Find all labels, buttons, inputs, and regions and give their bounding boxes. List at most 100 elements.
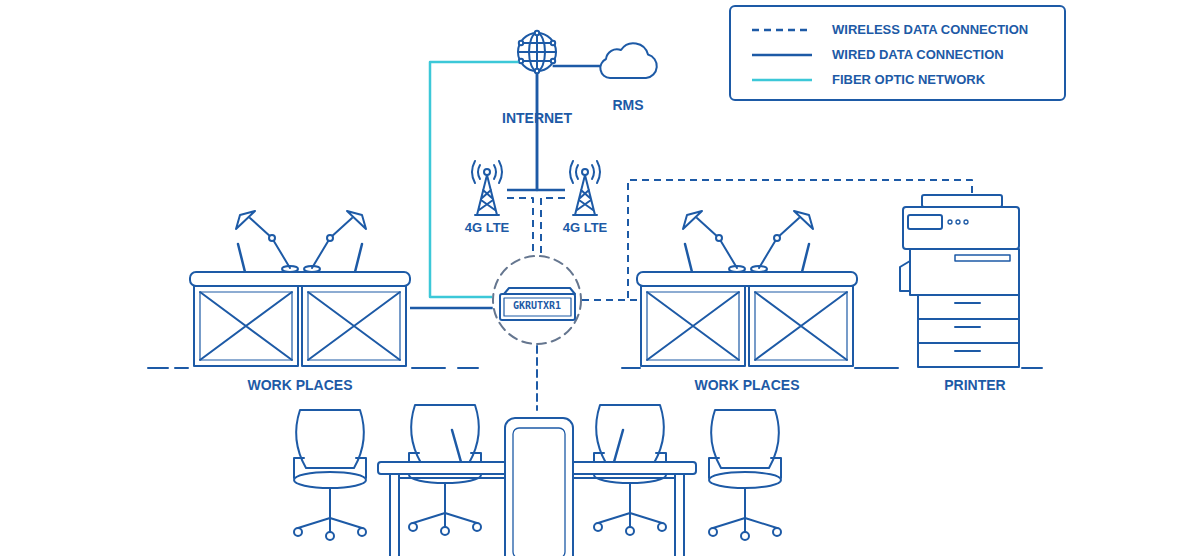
- chair-wheel: [358, 528, 366, 536]
- chair-base: [298, 488, 362, 532]
- desk-frame-inner: [647, 292, 739, 360]
- chair-wheel: [441, 527, 449, 535]
- desk-cross: [200, 292, 292, 360]
- node-outline: [900, 195, 1022, 370]
- legend-entry: WIRED DATA CONNECTION: [731, 46, 1061, 64]
- node-outline: [637, 200, 857, 370]
- lamp-head: [794, 211, 813, 229]
- wireless-connection: [582, 299, 637, 301]
- chair-base: [598, 483, 662, 527]
- lamp-arm: [312, 218, 352, 268]
- wireless-connection: [507, 198, 533, 255]
- lamp-arm: [697, 218, 737, 268]
- control-panel: [908, 215, 942, 229]
- chair-wheel: [294, 528, 302, 536]
- signal-waves: [570, 161, 600, 183]
- chair-seat: [294, 472, 366, 488]
- desk-frame: [641, 286, 745, 366]
- legend-line-sample: [752, 54, 812, 57]
- desk-frame-inner: [755, 292, 847, 360]
- legend-line-sample: [752, 79, 812, 82]
- tower-mast: [573, 175, 597, 215]
- chair-back: [411, 405, 479, 463]
- node-icon: [637, 211, 857, 366]
- chair-wheel: [473, 523, 481, 531]
- wired-connection: [537, 73, 565, 190]
- wireless-connection: [582, 180, 972, 300]
- desk-cross: [308, 292, 400, 360]
- lte-tower: 4G LTE: [467, 160, 507, 216]
- node-label: GKRUTXR1: [513, 300, 561, 312]
- table-leg: [390, 474, 399, 556]
- workplace-desks: WORK PLACES: [190, 200, 410, 370]
- globe-dot: [519, 59, 523, 63]
- wireless-connection: [541, 198, 565, 255]
- legend-swatch: [751, 25, 813, 35]
- paper-drawer: [918, 295, 1019, 319]
- drawer-handle: [955, 350, 980, 352]
- globe-dot: [535, 31, 539, 35]
- globe-outline: [518, 33, 556, 71]
- legend-box: WIRELESS DATA CONNECTION WIRED DATA CONNE…: [729, 5, 1066, 101]
- lamp-joint: [716, 235, 722, 241]
- desk-top: [637, 272, 857, 286]
- legend-swatch: [751, 75, 813, 85]
- chair-base: [713, 488, 777, 532]
- desk-cross: [755, 292, 847, 360]
- fiber-connection: [430, 62, 519, 297]
- desk-frame: [302, 286, 406, 366]
- node-label: PRINTER: [944, 377, 1005, 393]
- desk-frame: [194, 286, 298, 366]
- chair-wheel: [626, 527, 634, 535]
- node-icon: [190, 211, 410, 366]
- node-label: 4G LTE: [465, 220, 510, 235]
- chair-back: [296, 410, 364, 468]
- lamp-joint: [774, 235, 780, 241]
- lamp-arm: [759, 218, 799, 268]
- node-icon: [493, 256, 581, 344]
- printer-top: [903, 207, 1019, 249]
- node-icon: [600, 43, 656, 78]
- paper-drawer: [918, 343, 1019, 367]
- lamp-head: [347, 211, 366, 229]
- globe-dot: [519, 41, 523, 45]
- globe-grid: [518, 33, 556, 71]
- wired-connection: [410, 307, 493, 310]
- laptop-screen: [685, 244, 809, 272]
- desk-frame-inner: [308, 292, 400, 360]
- lamp-head: [683, 211, 702, 229]
- lamp-arm: [250, 218, 290, 268]
- paper-drawer: [918, 319, 1019, 343]
- globe-dot: [551, 41, 555, 45]
- node-icon: [570, 161, 600, 215]
- rms-cloud: RMS: [596, 42, 660, 80]
- lamp-joint: [269, 235, 275, 241]
- chair-seat: [709, 472, 781, 488]
- router-hub: GKRUTXR1: [492, 255, 582, 345]
- chair-back-inner: [513, 428, 565, 556]
- node-icon: [900, 195, 1019, 367]
- panel-button: [948, 220, 952, 224]
- node-outline: [565, 160, 605, 216]
- globe-dot: [535, 69, 539, 73]
- node-label: INTERNET: [502, 110, 572, 126]
- lamp-joint: [327, 235, 333, 241]
- wired-connection: [507, 73, 537, 190]
- node-outline: [190, 200, 410, 370]
- desk-top: [190, 272, 410, 286]
- legend-text: WIRELESS DATA CONNECTION: [832, 21, 1028, 39]
- drawer-handle: [955, 302, 980, 304]
- chair-back: [711, 410, 779, 468]
- legend-text: FIBER OPTIC NETWORK: [832, 71, 985, 89]
- router-body: [500, 294, 575, 320]
- desk-frame: [749, 286, 853, 366]
- legend-line-sample: [752, 29, 812, 32]
- laptop-screen: [238, 244, 362, 272]
- internet-globe: INTERNET: [516, 31, 558, 73]
- globe-dot: [551, 59, 555, 63]
- chair-wheel: [594, 523, 602, 531]
- chair-wheel: [409, 523, 417, 531]
- legend-entry: WIRELESS DATA CONNECTION: [731, 21, 1061, 39]
- panel-button: [964, 220, 968, 224]
